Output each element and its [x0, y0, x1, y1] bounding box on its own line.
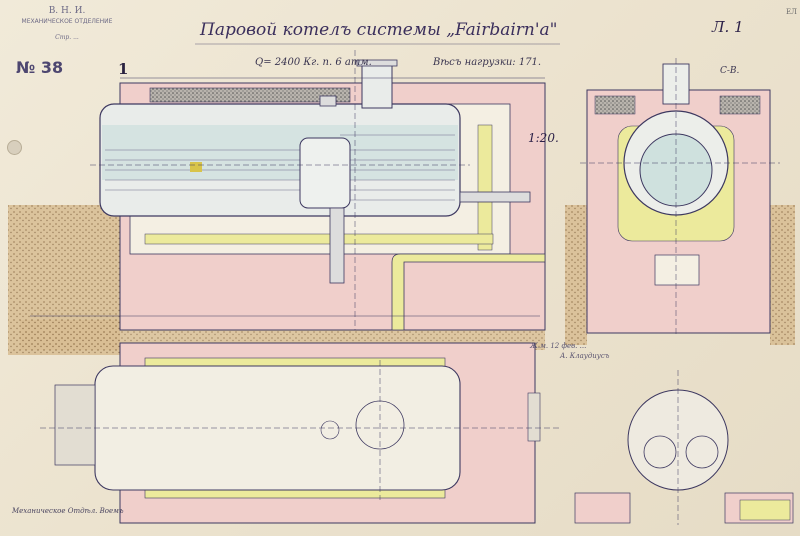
end-yellow-strip: [739, 499, 791, 521]
flue-duct: [391, 253, 546, 331]
stamp-line-1: В. Н. И.: [48, 6, 86, 16]
plan-manhole: [320, 420, 340, 440]
combustion-chamber: [299, 137, 351, 209]
stamp-line-3: Стр. ...: [55, 34, 79, 41]
scale-label: 1:20.: [528, 131, 559, 145]
binder-hole: [7, 140, 22, 155]
firebox-accent: [190, 162, 202, 172]
spec-mass: Вѣсъ нагрузки: 171.: [433, 57, 542, 68]
safety-valve: [319, 95, 337, 107]
cross-ground-right: [770, 205, 795, 345]
cross-ash-pit: [654, 254, 700, 286]
longitudinal-section: [8, 50, 546, 355]
page-title: Паровой котелъ системы „Fairbairn'a": [200, 20, 558, 40]
drawn-by-note: Механическое Отдѣл. Воемъ: [12, 507, 124, 515]
feed-pipe: [459, 191, 531, 203]
checked-note: Ж.м. 12 фев. ...: [530, 342, 587, 350]
checked-signature: А. Клаудиусъ: [560, 352, 610, 360]
fire-tubes: [105, 134, 455, 201]
section-label: С-В.: [720, 66, 740, 76]
spec-pressure: Q= 2400 Кг. п. 6 атм.: [255, 57, 372, 68]
stamp-number: № 38: [16, 58, 64, 77]
end-brick-left: [574, 492, 631, 524]
plan-side-port: [527, 392, 541, 442]
cross-insulation-left: [594, 95, 636, 115]
cross-insulation-right: [719, 95, 761, 115]
steam-dome: [361, 63, 393, 109]
top-insulation: [149, 87, 351, 103]
end-flue-right: [685, 435, 719, 469]
yellow-lining-right: [477, 124, 493, 251]
cross-section: [565, 58, 795, 345]
dome-cap: [356, 59, 398, 67]
plan-firedoor: [54, 384, 96, 466]
yellow-lining-bottom: [144, 233, 494, 245]
dimension-lines: [30, 50, 545, 330]
plan-view: [40, 342, 560, 524]
archive-stamp: В. Н. И. МЕХАНИЧЕСКОЕ ОТДЕЛЕНИЕ Стр. ...…: [6, 4, 128, 86]
blowdown-pipe: [329, 207, 345, 284]
corner-label: ЕЛ: [786, 8, 797, 16]
sheet-number: Л. 1: [712, 18, 744, 36]
water-space: [102, 125, 458, 180]
cross-ground-left: [565, 205, 587, 345]
end-flue-left: [643, 435, 677, 469]
stamp-number-suffix: 1: [118, 60, 129, 78]
stamp-line-2: МЕХАНИЧЕСКОЕ ОТДЕЛЕНИЕ: [21, 18, 113, 25]
end-elevation: [574, 370, 794, 525]
